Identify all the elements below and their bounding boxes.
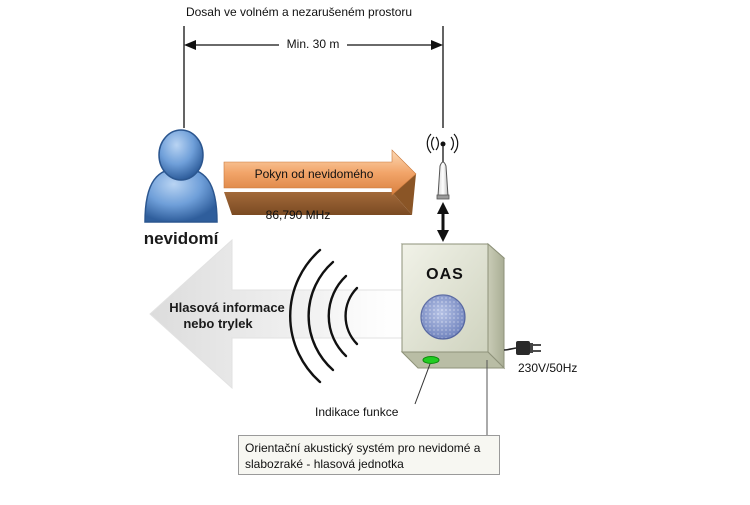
dimension-arrow-left xyxy=(184,40,196,50)
dimension-arrow-right xyxy=(431,40,443,50)
command-label: Pokyn od nevidomého xyxy=(255,167,374,181)
speaker-icon xyxy=(420,294,466,340)
antenna-icon xyxy=(426,133,459,200)
antenna-link-arrow xyxy=(437,202,449,242)
distance-label-bg xyxy=(279,36,347,52)
distance-label: Min. 30 m xyxy=(287,37,340,51)
device-label: OAS xyxy=(426,266,464,283)
range-title: Dosah ve volném a nezarušeném prostoru xyxy=(186,5,412,19)
indicator-label: Indikace funkce xyxy=(315,405,399,419)
person-icon xyxy=(144,129,218,223)
voice-label-line2: nebo trylek xyxy=(183,316,253,331)
caption-line1: Orientační akustický systém pro nevidomé… xyxy=(245,441,481,455)
led-indicator-icon xyxy=(422,356,440,364)
voice-arrow xyxy=(149,238,411,390)
caption-box: Orientační akustický systém pro nevidomé… xyxy=(238,435,500,475)
caption-line2: slabozraké - hlasová jednotka xyxy=(245,457,404,471)
frequency-label: 86,790 MHz xyxy=(266,208,331,222)
command-arrow xyxy=(223,149,417,215)
power-label: 230V/50Hz xyxy=(518,361,577,375)
voice-label-line1: Hlasová informace xyxy=(169,300,285,315)
person-label: nevidomí xyxy=(144,229,220,248)
power-plug-icon xyxy=(503,341,541,355)
sound-waves xyxy=(289,248,359,384)
indicator-leader xyxy=(414,363,431,405)
